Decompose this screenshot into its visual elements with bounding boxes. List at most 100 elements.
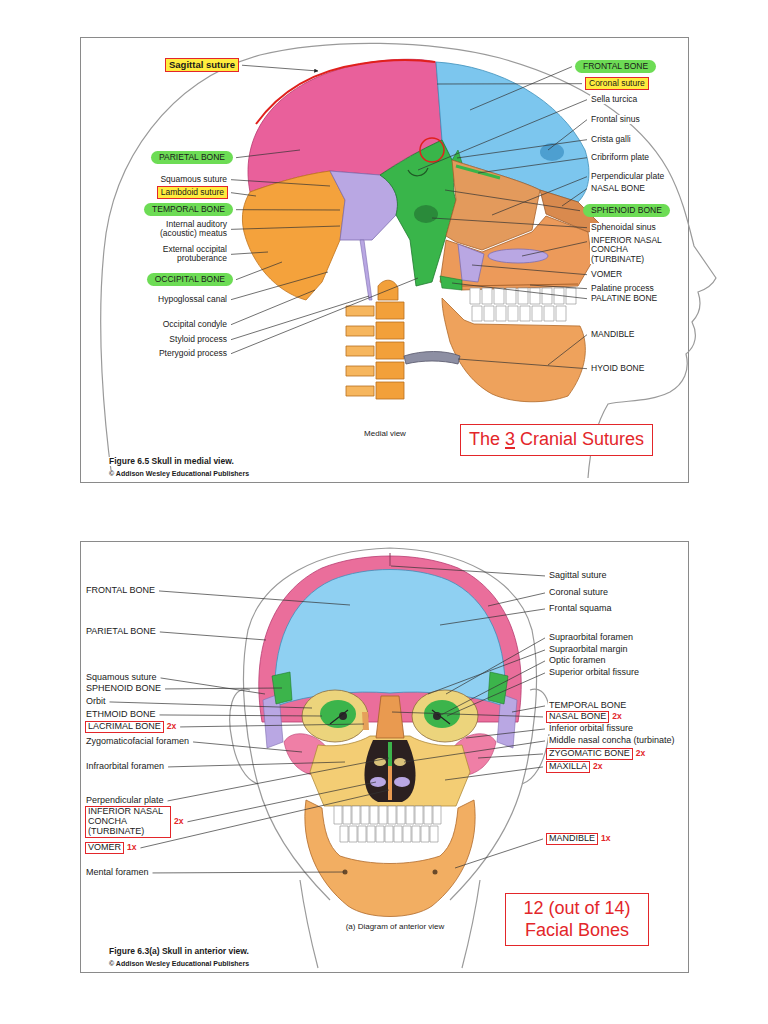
node-text: Sagittal suture: [169, 60, 235, 70]
leader-line: [445, 767, 543, 780]
facial-bone-box: MAXILLA: [546, 761, 590, 773]
leader-line: [404, 741, 545, 762]
leader-line: [193, 742, 302, 752]
lower-teeth: [472, 306, 566, 321]
part-label: External occipital protuberance: [154, 245, 228, 264]
palatine-process: [462, 284, 578, 286]
sphenoidal-sinus: [414, 205, 438, 223]
part-label: Mental foramen: [85, 868, 150, 878]
sella-turcica: [408, 168, 428, 176]
node-text: NASAL BONE: [549, 712, 606, 722]
cribriform-plate: [456, 166, 500, 178]
leader-line: [231, 180, 330, 186]
part-label: Supraorbital foramen: [548, 633, 634, 643]
leader-line: [562, 189, 587, 206]
facial-bone-box: ZYGOMATIC BONE: [546, 748, 633, 760]
leader-line: [236, 262, 282, 280]
node-text: ZYGOMATIC BONE: [549, 749, 630, 759]
bone-highlight-oval: FRONTAL BONE: [575, 60, 656, 73]
leader-line: [231, 272, 328, 300]
lacrimal-bone: [362, 712, 369, 730]
bone-highlight-oval: SPHENOID BONE: [583, 204, 670, 217]
part-label: Sagittal suture: [548, 571, 608, 581]
count-note: 2x: [611, 712, 622, 721]
part-label: Orbit: [85, 697, 107, 707]
node-text: The 3 Cranial Sutures: [469, 429, 644, 451]
facial-bone-box: LACRIMAL BONE: [85, 721, 164, 733]
part-label: Sphenoidal sinus: [590, 223, 657, 232]
part-label: Infraorbital foramen: [85, 762, 165, 772]
part-label: Squamous suture: [85, 673, 158, 683]
part-label: Styloid process: [168, 335, 228, 344]
leader-line: [488, 593, 545, 606]
leader-line: [392, 712, 543, 717]
leader-line: [160, 632, 266, 640]
part-label: TEMPORAL BONE: [548, 701, 627, 711]
node-text: MAXILLA: [549, 762, 587, 772]
part-label: Perpendicular plate: [590, 172, 665, 181]
leader-line: [452, 283, 587, 299]
leader-line: [548, 335, 587, 365]
node-text: TEMPORAL BONE: [152, 205, 225, 214]
part-label: ETHMOID BONE: [85, 710, 157, 720]
leader-line: [447, 673, 545, 716]
leader-line: [418, 100, 587, 170]
part-label: FRONTAL BONE: [85, 586, 156, 596]
styloid-process: [360, 240, 372, 300]
leader-line: [231, 296, 369, 340]
bone-highlight-oval: PARIETAL BONE: [151, 151, 233, 164]
vertebral-bodies: [376, 302, 404, 399]
part-label: PALATINE BONE: [590, 294, 658, 303]
part-label: Supraorbital margin: [548, 645, 629, 655]
part-label: Crista galli: [590, 135, 632, 144]
perpendicular-plate: [388, 742, 392, 766]
leader-line: [231, 226, 340, 229]
part-label: PARIETAL BONE: [85, 627, 157, 637]
part-label: Sella turcica: [590, 95, 638, 104]
leader-line: [478, 158, 587, 173]
leader-line: [512, 706, 545, 712]
part-label: Squamous suture: [159, 175, 228, 184]
leader-line: [439, 661, 545, 716]
leader-line: [437, 83, 582, 84]
part-label: Palatine process: [590, 284, 655, 293]
part-label: Inferior orbital fissure: [548, 724, 634, 734]
facial-bone-box: VOMER: [85, 842, 124, 854]
leader-line: [455, 839, 543, 868]
leader-line: [168, 758, 389, 801]
node-text: OCCIPITAL BONE: [155, 275, 225, 284]
part-label: Frontal squama: [548, 604, 613, 614]
leader-line: [180, 724, 364, 727]
head-outline: [101, 43, 716, 478]
part-label: INFERIOR NASAL CONCHA (TURBINATE): [590, 236, 668, 264]
orbit-sphenoid: [320, 700, 356, 728]
part-label: HYOID BONE: [590, 364, 645, 373]
nasal-bone: [376, 696, 404, 738]
part-label: SPHENOID BONE: [85, 684, 162, 694]
leader-line: [428, 650, 545, 694]
part-label: Superior orbital fissure: [548, 668, 640, 678]
leader-line: [458, 359, 587, 369]
part-label: Pterygoid process: [158, 349, 228, 358]
sagittal-suture: [390, 553, 391, 566]
leader-line: [466, 729, 545, 738]
node-text: PARIETAL BONE: [159, 153, 225, 162]
suture-box: Lambdoid suture: [157, 186, 228, 199]
leader-line: [236, 150, 300, 158]
maxilla: [310, 736, 470, 806]
vertebral-arches: [346, 306, 374, 396]
leader-line: [432, 218, 587, 228]
part-label: Perpendicular plate: [85, 796, 165, 806]
leader-line: [165, 688, 282, 690]
part-label: MANDIBLE: [590, 330, 635, 339]
count-note: 2x: [635, 749, 646, 758]
part-label: Internal auditory (acoustic) meatus: [152, 220, 228, 239]
bone-highlight-oval: OCCIPITAL BONE: [147, 273, 233, 286]
leader-line: [445, 190, 580, 211]
mental-foramen: [433, 870, 438, 875]
count-note: 1x: [600, 834, 611, 843]
node-text: FRONTAL BONE: [583, 62, 648, 71]
orbit: [412, 690, 478, 742]
